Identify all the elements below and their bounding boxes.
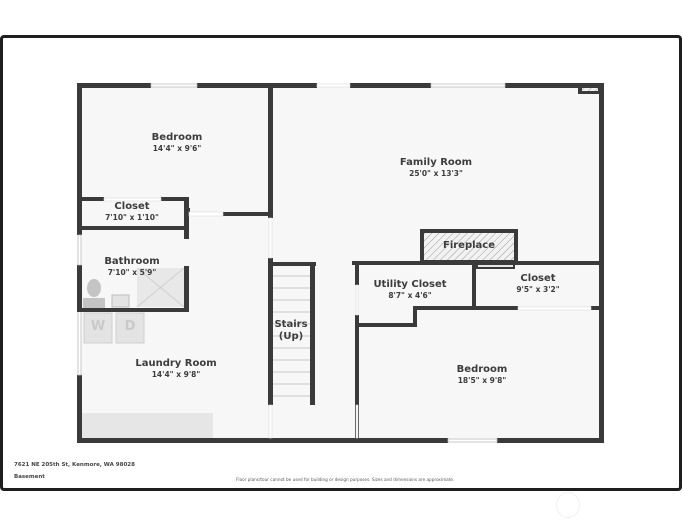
room-name: Utility Closet [373, 279, 447, 290]
room-dimensions: 14'4" x 9'8" [151, 370, 201, 379]
room-dimensions: 7'10" x 1'10" [105, 213, 159, 222]
disclaimer-text: Floor plans/tour cannot be used for buil… [236, 477, 455, 482]
toilet-bowl [87, 279, 101, 297]
room-label-family-room: Family Room 25'0" x 13'3" [400, 157, 472, 179]
stairs-treads [273, 275, 310, 397]
washer [83, 312, 113, 344]
room-label-stairs: Stairs (Up) [274, 319, 307, 343]
room-dimensions: 25'0" x 13'3" [409, 169, 463, 178]
room-name: Stairs [274, 319, 308, 330]
fireplace [424, 233, 514, 260]
room-label-closet-1: Closet 7'10" x 1'10" [105, 201, 159, 223]
sink [111, 294, 130, 308]
interior-walls [77, 83, 604, 443]
room-label-bedroom-2: Bedroom 18'5" x 9'8" [457, 364, 508, 386]
room-name: Closet [114, 201, 150, 212]
room-name: Bedroom [151, 132, 203, 143]
room-name: Laundry Room [135, 358, 217, 369]
room-name: Fireplace [442, 240, 496, 251]
room-label-bedroom-1: Bedroom 14'4" x 9'6" [152, 132, 203, 154]
room-name: Closet [520, 273, 556, 284]
room-name: Bathroom [104, 256, 160, 267]
dryer [115, 312, 145, 344]
room-label-bathroom: Bathroom 7'10" x 5'9" [104, 256, 159, 278]
circle-indicator [556, 492, 580, 518]
room-label-closet-2: Closet 9'5" x 3'2" [516, 273, 559, 295]
room-label-fireplace: Fireplace [443, 240, 495, 252]
washer-label: W [90, 319, 106, 334]
stairs-direction: (Up) [278, 331, 304, 342]
room-dimensions: 18'5" x 9'8" [457, 376, 507, 385]
toilet-tank [83, 298, 105, 308]
room-label-laundry-room: Laundry Room 14'4" x 9'8" [135, 358, 216, 380]
room-name: Bedroom [456, 364, 508, 375]
floor-level: Basement [14, 474, 45, 480]
room-dimensions: 7'10" x 5'9" [107, 268, 157, 277]
laundry-counter [82, 413, 213, 439]
room-dimensions: 14'4" x 9'6" [152, 144, 202, 153]
dryer-label: D [124, 319, 136, 334]
room-name: Family Room [399, 157, 473, 168]
property-address: 7621 NE 205th St, Kenmore, WA 98028 [14, 462, 135, 468]
room-label-utility-closet: Utility Closet 8'7" x 4'6" [373, 279, 446, 301]
room-dimensions: 8'7" x 4'6" [388, 291, 432, 300]
room-dimensions: 9'5" x 3'2" [516, 285, 560, 294]
